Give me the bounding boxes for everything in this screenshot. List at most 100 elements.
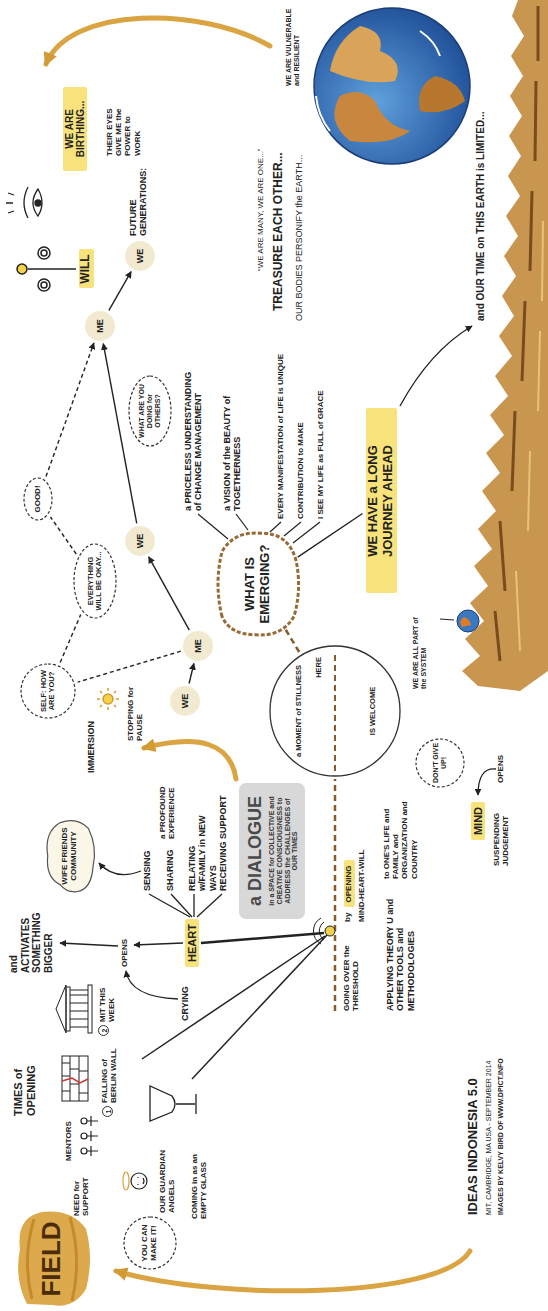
field-band: FIELD	[12, 1209, 92, 1309]
highlight-label: WILL	[79, 250, 94, 289]
sun-icon	[97, 688, 119, 710]
speech-bubble: DON'T GIVE UP!	[415, 738, 465, 788]
annotation: OUR GUARDIAN ANGELS	[158, 1141, 176, 1213]
node-text: MIND	[472, 807, 484, 835]
annotation: to ONE'S LIFE and FAMILY and ORGANIZATIO…	[382, 784, 419, 879]
annotation: a PRICELESS UNDERSTANDING of CHANGE MANA…	[183, 361, 204, 511]
berlin-wall	[62, 1056, 88, 1101]
annotation: a PROFOUND EXPERIENCE	[158, 773, 176, 839]
speech-bubble-outline	[124, 1217, 176, 1269]
speech-bubble-outline	[416, 739, 464, 787]
gold-arrows	[46, 18, 470, 1291]
angel-face	[138, 1177, 144, 1185]
node-text: WE HAVE a LONG JOURNEY AHEAD	[366, 414, 395, 589]
annotation: by	[343, 908, 352, 922]
we-me-circle-outline	[85, 311, 115, 341]
annotation: EVERY MANIFESTATION of LIFE is UNIQUE	[276, 309, 285, 519]
mit-building	[88, 985, 92, 1033]
highlight-label: HEART	[185, 919, 199, 967]
mit-building	[56, 985, 92, 1033]
annotation: FUTURE GENERATIONS:	[128, 161, 149, 236]
mentor-figures	[87, 1146, 98, 1156]
journey-band	[516, 221, 543, 651]
node-text: WE	[135, 534, 145, 549]
speech-bubble: SELF: HOW ARE YOU?	[20, 663, 76, 719]
node-body: IS WELCOME	[369, 645, 377, 777]
earth	[419, 76, 465, 112]
caption: MIT, CAMBRIDGE, MA USA - SEPTEMBER 2014	[485, 1015, 493, 1215]
annotation: MIND-HEART-WILL	[357, 832, 366, 922]
heart-lines	[134, 943, 183, 945]
emerging-cloud-outline	[218, 533, 299, 635]
sun-icon	[97, 688, 119, 710]
node-body: in a SPACE for COLLECTIVE and CREATIVE C…	[268, 790, 299, 912]
heart-lines	[171, 894, 192, 917]
leader-lines	[236, 514, 248, 530]
berlin-wall	[62, 1078, 88, 1083]
emerging-cloud: WHAT IS EMERGING?	[216, 530, 300, 638]
connector	[189, 664, 194, 684]
will-figure	[41, 282, 47, 288]
mentor-figures	[87, 1131, 98, 1141]
we-me-circle: ME	[183, 631, 213, 661]
node-text: OPENING	[345, 866, 354, 903]
mit-building	[70, 990, 88, 1027]
berlin-wall	[62, 1056, 88, 1101]
threshold-line	[335, 651, 336, 1011]
mentor-figures	[81, 1118, 87, 1124]
heart-lines	[400, 326, 472, 406]
connector	[285, 629, 299, 652]
lightbulb-figure	[325, 926, 335, 936]
speech-bubble: EVERYTHING WILL BE OKAY...	[73, 543, 117, 619]
we-me-circle-outline	[125, 241, 155, 271]
we-me-circle: WE	[125, 241, 155, 271]
node-text: WHAT ARE YOU DOING for OTHERS?	[138, 379, 161, 443]
annotation: I SEE MY LIFE as FULL of GRACE	[316, 349, 325, 519]
leader-lines	[284, 522, 301, 536]
earth	[334, 92, 410, 142]
we-me-circle-outline	[125, 526, 155, 556]
mentor-figures	[81, 1133, 87, 1139]
will-figure	[17, 247, 76, 291]
journey-band	[462, 0, 548, 691]
will-figure	[28, 268, 76, 270]
we-me-circle-outline	[183, 631, 213, 661]
we-me-circle-outline	[170, 686, 200, 716]
mit-building	[66, 987, 70, 1031]
annotation: WE ARE ALL PART of the SYSTEM	[412, 617, 428, 689]
connector	[78, 651, 181, 682]
node-text: ME	[95, 319, 105, 333]
stillness-circle-outline	[270, 646, 400, 776]
node-text: WE	[180, 694, 190, 709]
speech-bubble: WHAT ARE YOU DOING for OTHERS?	[128, 375, 172, 447]
annotation: OPENS	[120, 927, 129, 967]
connector	[109, 272, 131, 311]
small-globe	[460, 617, 471, 627]
mit-building	[56, 985, 66, 1033]
empty-glass	[176, 1094, 196, 1114]
field-band-outline	[18, 1212, 90, 1306]
highlight-label: OPENING	[344, 861, 355, 908]
speech-bubble-outline	[24, 478, 52, 520]
annotation: “WE ARE MANY, WE ARE ONE...”	[256, 91, 265, 271]
speech-bubble: GOOD!	[23, 477, 53, 521]
annotation: IMAGES BY KELVY BIRD OF WWW.DPICT.INFO	[497, 1015, 505, 1215]
annotation: OUR BODIES PERSONIFY the EARTH...	[294, 121, 304, 321]
heart-lines	[149, 894, 190, 917]
node-text: ME	[193, 639, 203, 653]
callout-number: 2	[98, 1025, 109, 1036]
future-face	[35, 200, 41, 206]
will-figure	[38, 247, 50, 259]
earth	[314, 8, 470, 164]
heart-lines	[193, 894, 194, 917]
node-text: a MOMENT of STILLNESS	[295, 645, 303, 777]
annotation: a VISION of the BEAUTY of TOGETHERNESS	[222, 361, 243, 511]
mentor-figures	[87, 1116, 98, 1126]
annotation: OPENS	[496, 747, 505, 783]
annotation: CONTRIBUTION to MAKE	[296, 369, 305, 519]
highlight-label: MIND	[471, 802, 485, 840]
speech-bubble-outline	[74, 544, 116, 618]
annotation: STOPPING for PAUSE	[126, 681, 144, 741]
journey-band	[495, 6, 538, 661]
angel-face	[123, 1172, 147, 1190]
